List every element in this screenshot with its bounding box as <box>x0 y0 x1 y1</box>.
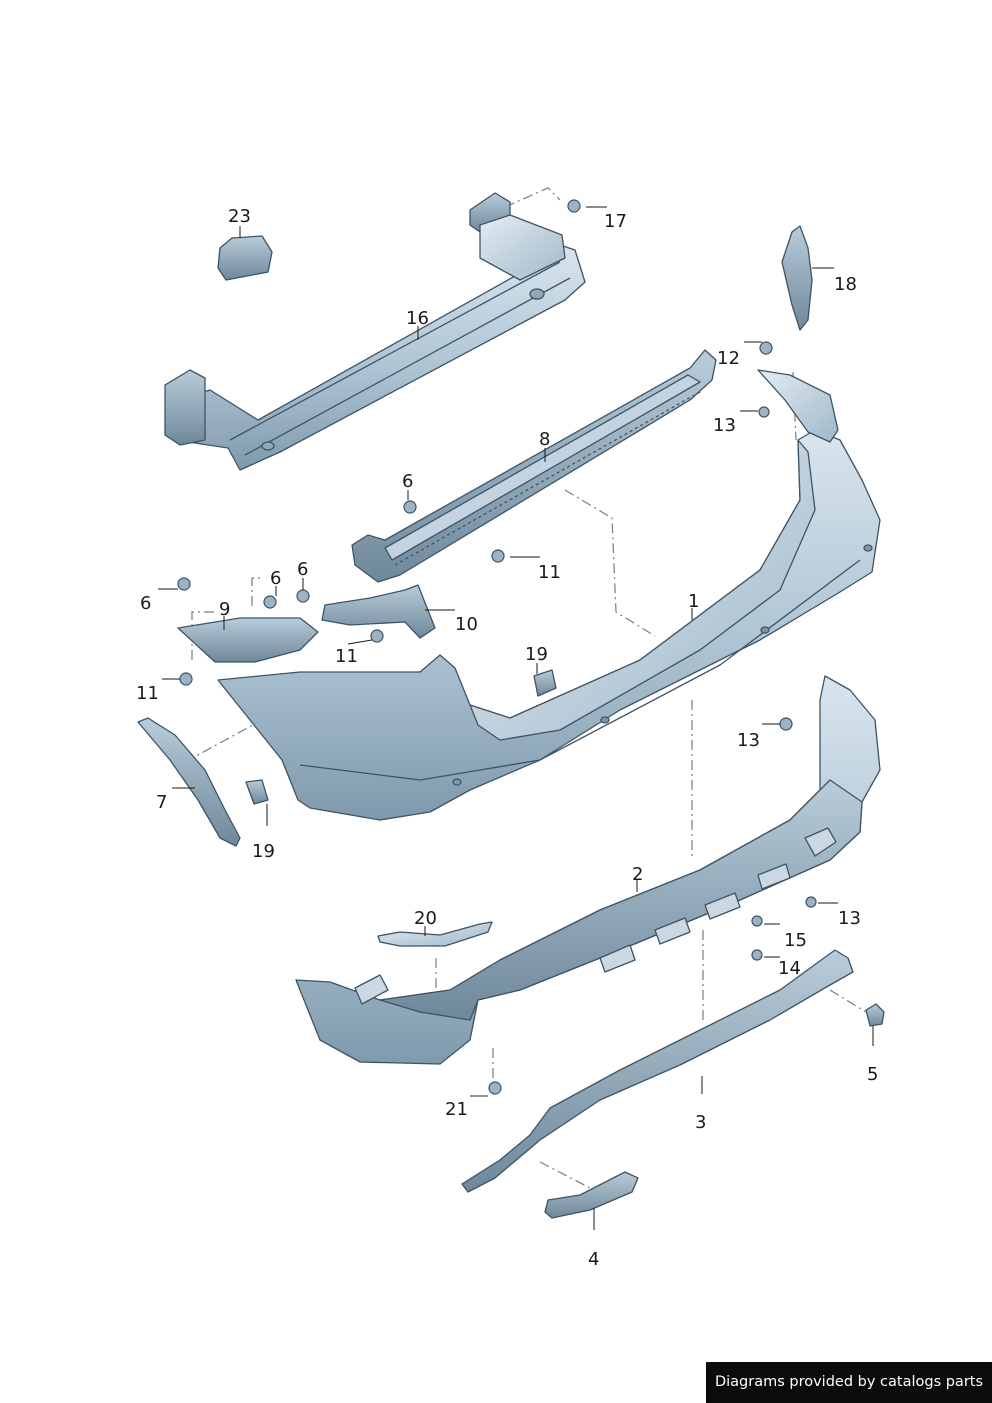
callout-17: 17 <box>604 211 627 232</box>
part-6-clip-mid-a <box>263 595 277 609</box>
callout-labels: 23 17 18 16 12 13 8 6 11 6 6 6 9 1 10 11… <box>136 206 878 1270</box>
part-8-bumper-carrier <box>351 349 717 583</box>
callout-8: 8 <box>539 429 550 450</box>
callout-3: 3 <box>695 1112 706 1133</box>
part-6-clip-left <box>177 577 191 591</box>
callout-11-left: 11 <box>136 683 159 704</box>
part-16-bumper-reinforcement <box>164 192 586 471</box>
leader-lines <box>158 206 874 1230</box>
callout-21: 21 <box>445 1099 468 1120</box>
callout-13-upper: 13 <box>713 415 736 436</box>
callout-10: 10 <box>455 614 478 635</box>
callout-19-center: 19 <box>525 644 548 665</box>
callout-12: 12 <box>717 348 740 369</box>
part-11-bolt-left <box>179 672 193 686</box>
callout-20: 20 <box>414 908 437 929</box>
part-21-pin <box>488 1081 502 1095</box>
part-2-lower-bumper <box>295 675 881 1065</box>
part-19-clip-center <box>533 669 557 697</box>
part-right-guide-bracket <box>757 369 839 443</box>
part-17-bolt <box>567 199 581 213</box>
part-1-bumper-cover <box>217 429 881 821</box>
part-14-bolt <box>751 949 763 961</box>
part-6-clip-center <box>403 500 417 514</box>
callout-6-center: 6 <box>402 471 413 492</box>
part-13-bolt-lower <box>805 896 817 908</box>
callout-4: 4 <box>588 1249 599 1270</box>
part-9-left-guide <box>177 617 319 663</box>
callout-7: 7 <box>156 792 167 813</box>
callout-2: 2 <box>632 864 643 885</box>
part-7-left-trim <box>137 717 241 847</box>
part-13-bolt-upper <box>758 406 770 418</box>
part-10-right-guide <box>321 584 436 639</box>
part-11-bolt-center <box>491 549 505 563</box>
part-19-clip-left <box>245 779 269 805</box>
callout-19-left: 19 <box>252 841 275 862</box>
part-11-bolt-mid <box>370 629 384 643</box>
callout-13-lower: 13 <box>838 908 861 929</box>
callout-5: 5 <box>867 1064 878 1085</box>
part-3-spoiler <box>461 949 854 1193</box>
part-15-nut <box>751 915 763 927</box>
callout-16: 16 <box>406 308 429 329</box>
callout-1: 1 <box>688 591 699 612</box>
callout-9: 9 <box>219 599 230 620</box>
part-4-reflector <box>544 1171 639 1219</box>
callout-6-left: 6 <box>140 593 151 614</box>
part-18-side-trim <box>781 225 813 331</box>
part-13-bolt-right <box>779 717 793 731</box>
part-23-cover <box>217 235 273 281</box>
part-6-clip-mid-b <box>296 589 310 603</box>
part-20-trim-strip <box>377 921 493 947</box>
credit-banner: Diagrams provided by catalogs parts <box>706 1362 992 1403</box>
callout-6-mid-a: 6 <box>270 568 281 589</box>
callout-15: 15 <box>784 930 807 951</box>
callout-23: 23 <box>228 206 251 227</box>
callout-6-mid-b: 6 <box>297 559 308 580</box>
part-12-clip <box>759 341 773 355</box>
callout-11-mid: 11 <box>335 646 358 667</box>
assembly-lines <box>184 187 867 1189</box>
callout-14: 14 <box>778 958 801 979</box>
part-5-cap <box>865 1003 885 1027</box>
callout-18: 18 <box>834 274 857 295</box>
callout-13-right: 13 <box>737 730 760 751</box>
callout-11-center: 11 <box>538 562 561 583</box>
